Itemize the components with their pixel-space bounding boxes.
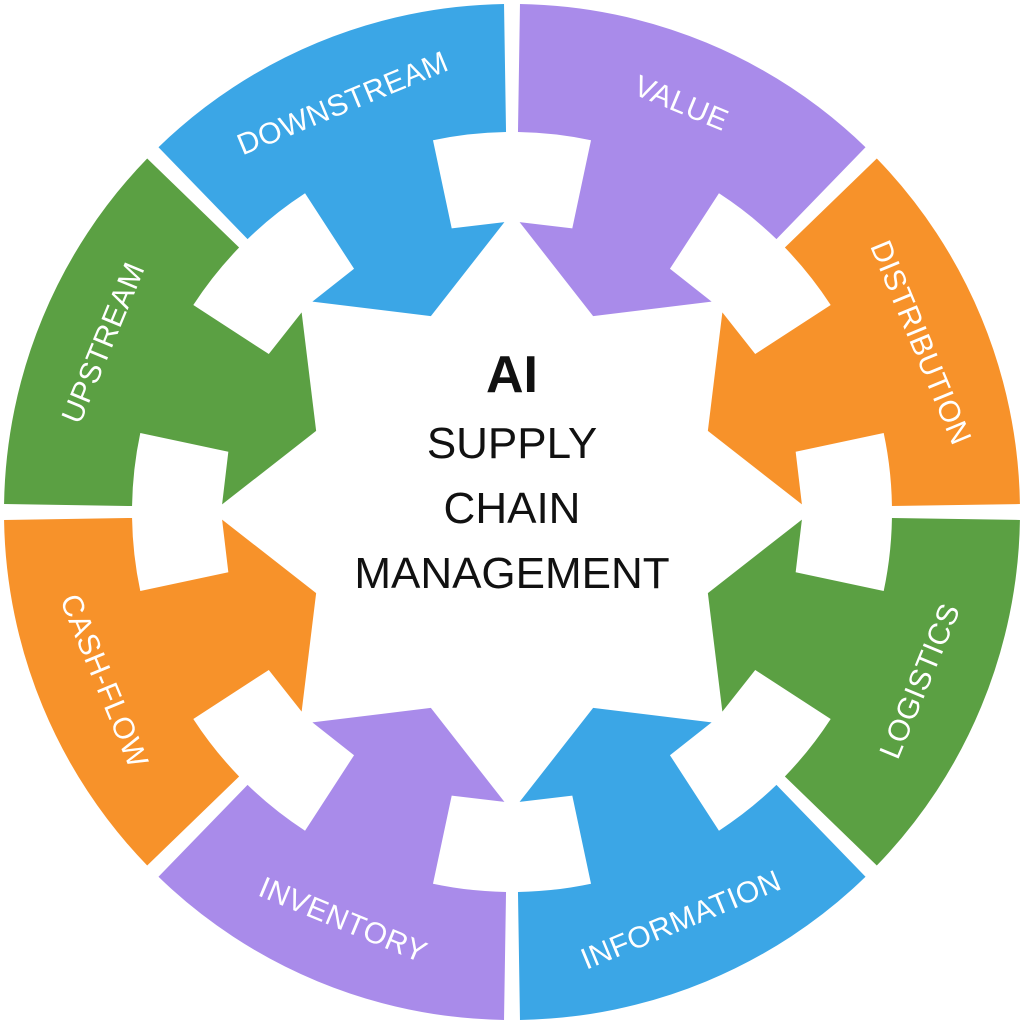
segment-information bbox=[517, 707, 866, 1020]
wheel-segments bbox=[4, 4, 1020, 1020]
segment-value bbox=[517, 4, 866, 317]
segment-distribution bbox=[707, 158, 1020, 507]
center-line-3: MANAGEMENT bbox=[354, 549, 669, 598]
segment-downstream bbox=[158, 4, 507, 317]
center-line-2: CHAIN bbox=[444, 484, 581, 533]
segment-inventory bbox=[158, 707, 507, 1020]
segment-cash-flow bbox=[4, 517, 317, 866]
center-label: AI SUPPLY CHAIN MANAGEMENT bbox=[354, 346, 669, 598]
segment-upstream bbox=[4, 158, 317, 507]
center-line-1: SUPPLY bbox=[427, 419, 597, 468]
center-title: AI bbox=[486, 346, 538, 404]
segment-logistics bbox=[707, 517, 1020, 866]
